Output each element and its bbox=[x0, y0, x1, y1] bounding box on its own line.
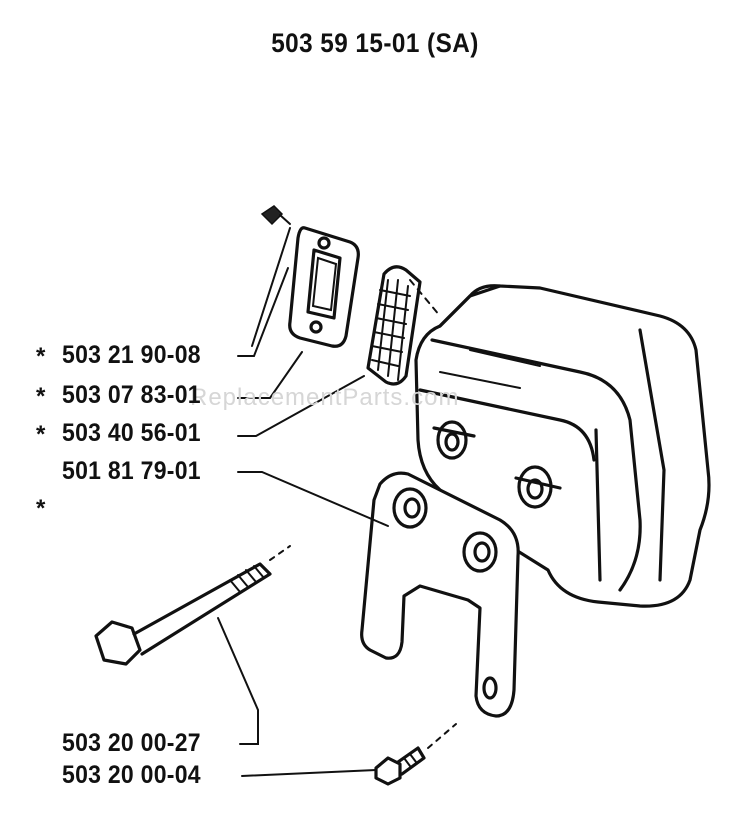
bolt-icon bbox=[374, 723, 457, 786]
bracket-icon bbox=[360, 471, 520, 718]
asterisk-marker: * bbox=[36, 383, 46, 410]
part-label: 503 20 00-27 bbox=[62, 729, 201, 757]
part-label: 503 20 00-04 bbox=[62, 761, 201, 789]
part-label: 503 21 90-08 bbox=[62, 341, 201, 369]
leader-lines bbox=[217, 267, 389, 777]
watermark: ReplacementParts.com bbox=[190, 384, 460, 411]
gasket-icon bbox=[288, 226, 360, 348]
diagram-title: 503 59 15-01 (SA) bbox=[271, 28, 479, 58]
part-label: 503 07 83-01 bbox=[62, 381, 201, 409]
asterisk-marker: * bbox=[36, 421, 46, 448]
part-label: 501 81 79-01 bbox=[62, 457, 201, 485]
asterisk-marker: * bbox=[36, 343, 46, 370]
screw-icon bbox=[251, 205, 291, 347]
part-label: 503 40 56-01 bbox=[62, 419, 201, 447]
spark-screen-icon bbox=[366, 265, 441, 386]
asterisk-marker: * bbox=[36, 495, 46, 522]
long-bolt-icon bbox=[94, 545, 291, 666]
